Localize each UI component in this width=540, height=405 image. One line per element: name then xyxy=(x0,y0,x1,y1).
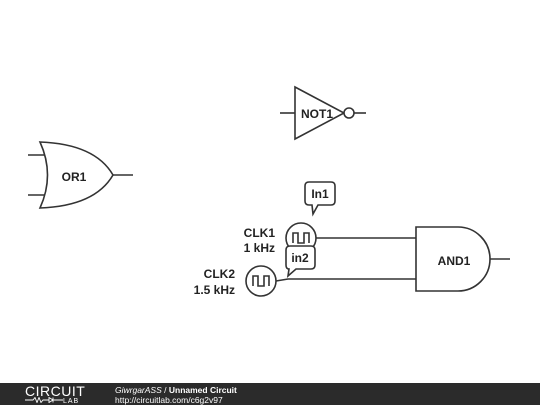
in1-tag[interactable]: In1 xyxy=(304,181,336,217)
not1-label: NOT1 xyxy=(301,107,333,121)
in1-tag-label: In1 xyxy=(311,187,329,201)
clk2-frequency: 1.5 kHz xyxy=(194,283,235,297)
meta-separator: / xyxy=(161,385,169,395)
circuit-title[interactable]: Unnamed Circuit xyxy=(168,385,237,395)
in2-tag-label: in2 xyxy=(291,251,309,265)
and1-label: AND1 xyxy=(438,254,471,268)
not1-bubble xyxy=(343,107,355,119)
meta-line-title: GiwrgarASS / Unnamed Circuit xyxy=(115,385,237,395)
circuit-url[interactable]: http://circuitlab.com/c6g2v97 xyxy=(115,395,223,405)
circuitlab-logo[interactable]: CIRCUIT xyxy=(25,384,85,398)
in2-tag[interactable]: in2 xyxy=(285,245,316,279)
author-link[interactable]: GiwrgarASS xyxy=(115,385,162,395)
schematic-svg: OR1 NOT1 AND1 CLK1 1 kHz xyxy=(28,85,510,297)
logo-word-circuit: CIRCUIT xyxy=(25,383,86,399)
logo-word-lab: LAB xyxy=(63,398,80,405)
resistor-zigzag-icon xyxy=(25,397,63,403)
and1-gate[interactable]: AND1 xyxy=(415,226,510,292)
not1-body xyxy=(294,85,346,141)
footer-bar: CIRCUIT LAB GiwrgarASS / Unnamed Circuit… xyxy=(0,383,540,405)
clk2-name: CLK2 xyxy=(204,267,236,281)
clk2-symbol xyxy=(245,265,277,297)
not1-gate[interactable]: NOT1 xyxy=(280,85,366,141)
clk1-frequency: 1 kHz xyxy=(244,241,275,255)
clk2-source[interactable]: CLK2 1.5 kHz xyxy=(194,265,277,297)
or1-body xyxy=(38,141,114,209)
or1-gate[interactable]: OR1 xyxy=(28,141,133,209)
wire-clk2-to-and1 xyxy=(275,278,416,282)
or1-label: OR1 xyxy=(62,170,87,184)
clk2-square-wave-icon xyxy=(252,275,270,287)
and1-body xyxy=(415,226,491,292)
circuitlab-logo-sub: LAB xyxy=(25,397,79,405)
clk1-square-wave-icon xyxy=(292,232,310,244)
in2-tag-box xyxy=(285,245,316,279)
clk1-name: CLK1 xyxy=(244,226,276,240)
in1-tag-box xyxy=(304,181,336,217)
schematic-canvas[interactable]: OR1 NOT1 AND1 CLK1 1 kHz xyxy=(0,0,540,383)
circuit-meta: GiwrgarASS / Unnamed Circuit http://circ… xyxy=(115,385,237,405)
